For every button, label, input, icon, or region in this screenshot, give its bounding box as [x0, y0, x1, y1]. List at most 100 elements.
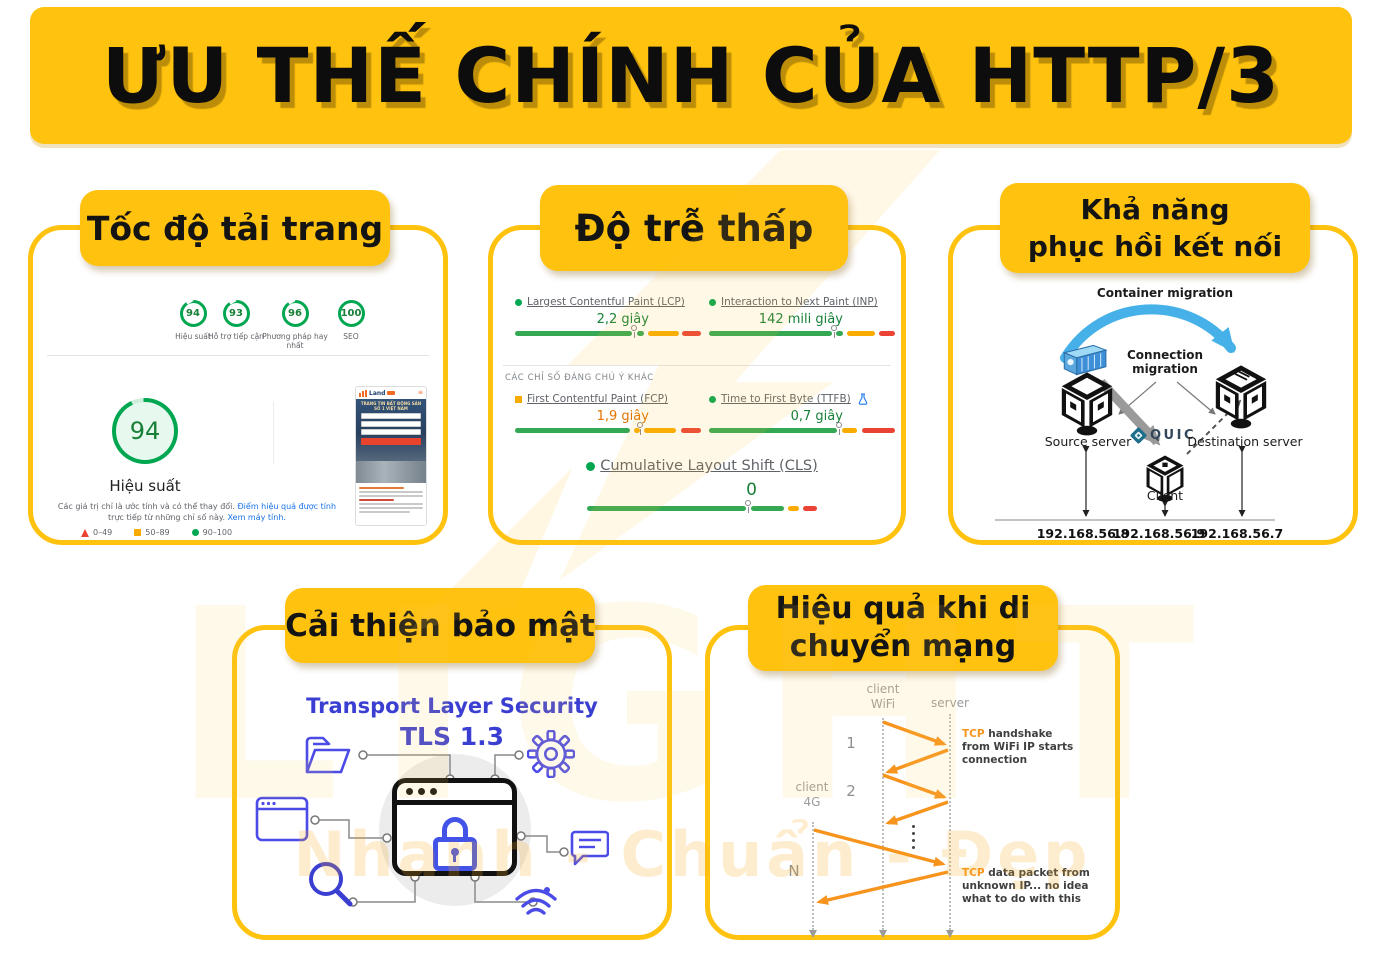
gauge-score: 96 [288, 308, 302, 319]
note-text: trực tiếp từ những chỉ số này. [108, 512, 228, 522]
tls-title: Transport Layer Security [306, 694, 598, 718]
card-network-mobility: client WiFi server client 4G 1 2 N TCP h… [705, 625, 1120, 940]
gauge-seo: 100 SEO [309, 300, 393, 341]
destination-server-cube-icon [1215, 365, 1267, 429]
good-dot-icon [515, 298, 522, 306]
browser-dot-icon [406, 788, 413, 795]
note-link-score[interactable]: Điểm hiệu quả được tính [237, 502, 337, 511]
quic-logo: QUIC [1129, 426, 1196, 445]
legend-good: 90–100 [191, 528, 232, 537]
chat-bubble-icon [570, 830, 609, 866]
destination-server-label: Destination server [1187, 434, 1303, 449]
metric-inp-link[interactable]: Interaction to Next Paint (INP) [721, 296, 878, 308]
performance-label: Hiệu suất [109, 477, 181, 495]
metric-ttfb-bar [709, 422, 895, 435]
bar-marker [631, 325, 638, 338]
metric-cls-value: 0 [746, 480, 757, 500]
performance-score-gauge: 94 [112, 398, 178, 464]
note-link-calculator[interactable]: Xem máy tính. [227, 512, 286, 522]
performance-score: 94 [129, 417, 161, 445]
metric-inp-bar [709, 325, 895, 338]
gauge-label: Hỗ trợ tiếp cận [208, 332, 264, 341]
handshake-arrows [813, 720, 949, 905]
psi-note: Các giá trị chỉ là ước tính và có thể th… [51, 502, 343, 523]
metric-lcp: Largest Contentful Paint (LCP) 2,2 giây [515, 296, 701, 338]
note-text: data packet from unknown IP... no idea w… [962, 867, 1090, 905]
client-wifi-label: client WiFi [866, 682, 900, 711]
thumb-input [361, 413, 421, 419]
note-text: Các giá trị chỉ là ước tính và có thể th… [57, 502, 238, 511]
card-header-label: chuyển mạng [789, 629, 1017, 664]
note-text: handshake from WiFi IP starts connection [962, 728, 1074, 766]
card-header-label: Hiệu quả khi di [775, 591, 1031, 626]
metric-cls-link[interactable]: Cumulative Layout Shift (CLS) [600, 458, 818, 474]
bar-marker [744, 500, 751, 513]
legend-bad: 0–49 [81, 528, 112, 537]
divider [273, 402, 274, 464]
thumb-hero: TRANG TIN BẤT ĐỘNG SẢN SỐ 1 VIỆT NAM [356, 399, 426, 461]
thumb-submit-button [361, 438, 421, 445]
metric-lcp-link[interactable]: Largest Contentful Paint (LCP) [527, 296, 685, 308]
window-icon [255, 796, 309, 842]
gauge-ring: 94 [179, 300, 207, 327]
gauge-label: SEO [343, 332, 359, 341]
source-server-label: Source server [1044, 434, 1132, 449]
ip-destination: 192.168.56.7 [1190, 526, 1284, 541]
good-dot-icon [586, 461, 596, 471]
lock-icon [432, 817, 477, 871]
thumb-hero-title: TRANG TIN BẤT ĐỘNG SẢN SỐ 1 VIỆT NAM [360, 401, 422, 411]
browser-dot-icon [418, 788, 425, 795]
metric-fcp: First Contentful Paint (FCP) 1,9 giây [515, 393, 701, 435]
metric-inp-value: 142 mili giây [758, 312, 843, 327]
legend-range: 0–49 [93, 528, 113, 537]
server-timeline [946, 714, 954, 938]
tcp-highlight: TCP [962, 867, 985, 879]
metric-fcp-bar [515, 422, 701, 435]
thumb-logo-text: Land [369, 389, 386, 397]
gauge-best-practices: 96 Phương pháp hay nhất [253, 300, 337, 350]
card-header-label: Tốc độ tải trang [86, 208, 384, 248]
folder-icon [305, 736, 351, 774]
sequence-2: 2 [846, 782, 856, 800]
metric-cls: Cumulative Layout Shift (CLS) 0 [577, 458, 827, 513]
buildings-logo-icon [359, 389, 367, 397]
bar-marker [830, 325, 837, 338]
metric-ttfb-link[interactable]: Time to First Byte (TTFB) [721, 393, 851, 405]
card-header-label: phục hồi kết nối [1027, 230, 1283, 263]
browser-dot-icon [430, 788, 437, 795]
triangle-icon [81, 528, 89, 537]
card-connection-resilience: Container migration Connection migration [948, 225, 1358, 545]
card-improved-security: Transport Layer Security TLS 1.3 [232, 625, 672, 940]
card-header-improved-security: Cải thiện bảo mật [285, 588, 595, 663]
docker-container-icon [1062, 344, 1108, 376]
metric-inp: Interaction to Next Paint (INP) 142 mili… [709, 296, 895, 338]
gauge-performance: 94 Hiệu suất [151, 300, 235, 341]
wifi-timeline [879, 718, 887, 938]
hamburger-icon: ≡ [417, 389, 423, 396]
gauge-ring: 96 [281, 300, 309, 327]
circle-icon [191, 529, 199, 536]
metric-fcp-value: 1,9 giây [596, 409, 649, 424]
metric-ttfb: Time to First Byte (TTFB) 0,7 giây [709, 393, 895, 435]
connection-migration-label: Connection migration [1126, 348, 1204, 376]
gauge-accessibility: 93 Hỗ trợ tiếp cận [194, 300, 278, 341]
card-header-label: Khả năng [1080, 193, 1230, 226]
wifi-icon [515, 887, 557, 915]
container-migration-label: Container migration [1096, 286, 1234, 300]
thumb-input [361, 429, 421, 435]
server-label: server [931, 696, 969, 710]
card-header-label: Cải thiện bảo mật [285, 607, 595, 644]
score-legend: 0–49 50–89 90–100 [81, 528, 232, 537]
gauge-score: 93 [229, 308, 243, 319]
secure-browser-window [392, 778, 517, 876]
card-header-page-speed: Tốc độ tải trang [80, 190, 390, 266]
gauge-label: Phương pháp hay nhất [262, 332, 328, 350]
thumb-photo [356, 461, 426, 483]
ip-client: 192.168.56.9 [1112, 526, 1206, 541]
metric-lcp-bar [515, 325, 701, 338]
card-header-connection-resilience: Khả năng phục hồi kết nối [1000, 183, 1310, 273]
thumb-input [361, 421, 421, 427]
metric-fcp-link[interactable]: First Contentful Paint (FCP) [527, 393, 669, 405]
gauge-ring: 93 [222, 300, 250, 327]
good-dot-icon [709, 298, 716, 306]
